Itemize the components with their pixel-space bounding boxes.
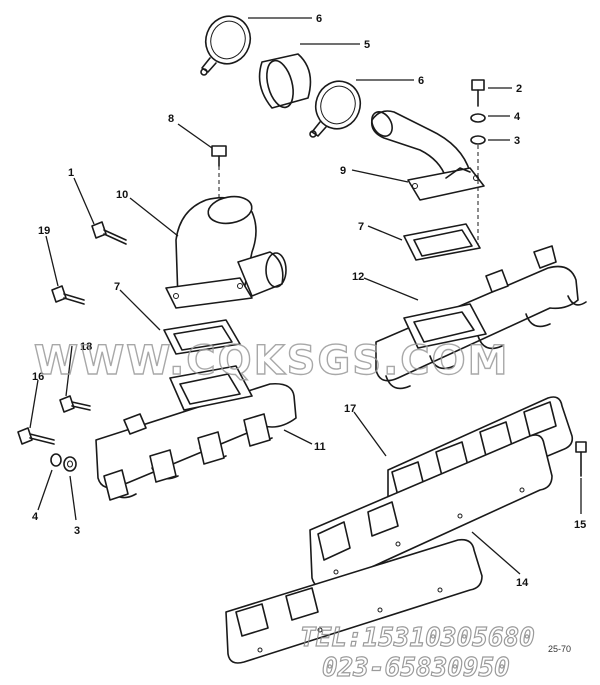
clamp-upper <box>200 15 252 76</box>
callout-14: 14 <box>516 577 529 589</box>
callout-10: 10 <box>116 189 128 201</box>
watermark-text: WWW.CQKSGS.COM <box>34 338 509 384</box>
plug-bolt-8 <box>211 145 227 200</box>
callout-9: 9 <box>340 165 346 177</box>
callout-4: 4 <box>514 111 521 123</box>
drawing-code: 25-70 <box>548 644 571 654</box>
callout-3: 3 <box>514 135 520 147</box>
callout-6: 6 <box>418 75 424 87</box>
callout-4: 4 <box>32 511 39 523</box>
contact-tel: TEL:15310305680 <box>300 623 535 653</box>
callout-5: 5 <box>364 39 370 51</box>
washers-lower-left <box>50 453 77 472</box>
bolt-1 <box>91 221 127 245</box>
callout-12: 12 <box>352 271 364 283</box>
callout-7: 7 <box>114 281 120 293</box>
callout-19: 19 <box>38 225 50 237</box>
callout-16: 16 <box>32 371 44 383</box>
exhaust-manifold-right <box>375 245 587 390</box>
gasket-plate-lower <box>225 538 483 664</box>
bolt-15 <box>575 441 587 477</box>
callout-11: 11 <box>314 441 326 453</box>
clamp-lower <box>309 80 362 138</box>
bolt-18 <box>59 395 91 413</box>
callout-6: 6 <box>316 13 322 25</box>
gasket-left <box>163 319 241 355</box>
callout-labels: 6 5 6 2 4 3 8 9 1 10 7 19 12 7 18 16 11 … <box>32 13 586 589</box>
contact-phone: 023-65830950 <box>322 653 510 683</box>
bolt-19 <box>51 285 85 305</box>
sleeve-connector <box>258 53 312 109</box>
exhaust-elbow-right <box>370 110 485 201</box>
callout-1: 1 <box>68 167 74 179</box>
leader-lines <box>29 17 582 575</box>
gasket-right <box>403 223 481 261</box>
callout-17: 17 <box>344 403 356 415</box>
callout-3: 3 <box>74 525 80 537</box>
exhaust-manifold-left <box>95 365 297 501</box>
callout-7: 7 <box>358 221 364 233</box>
bolt-stack-right <box>470 79 486 250</box>
exhaust-elbow-left <box>165 195 287 309</box>
callout-18: 18 <box>80 341 92 353</box>
callout-8: 8 <box>168 113 174 125</box>
callout-2: 2 <box>516 83 522 95</box>
callout-15: 15 <box>574 519 586 531</box>
bolt-16 <box>17 427 55 445</box>
